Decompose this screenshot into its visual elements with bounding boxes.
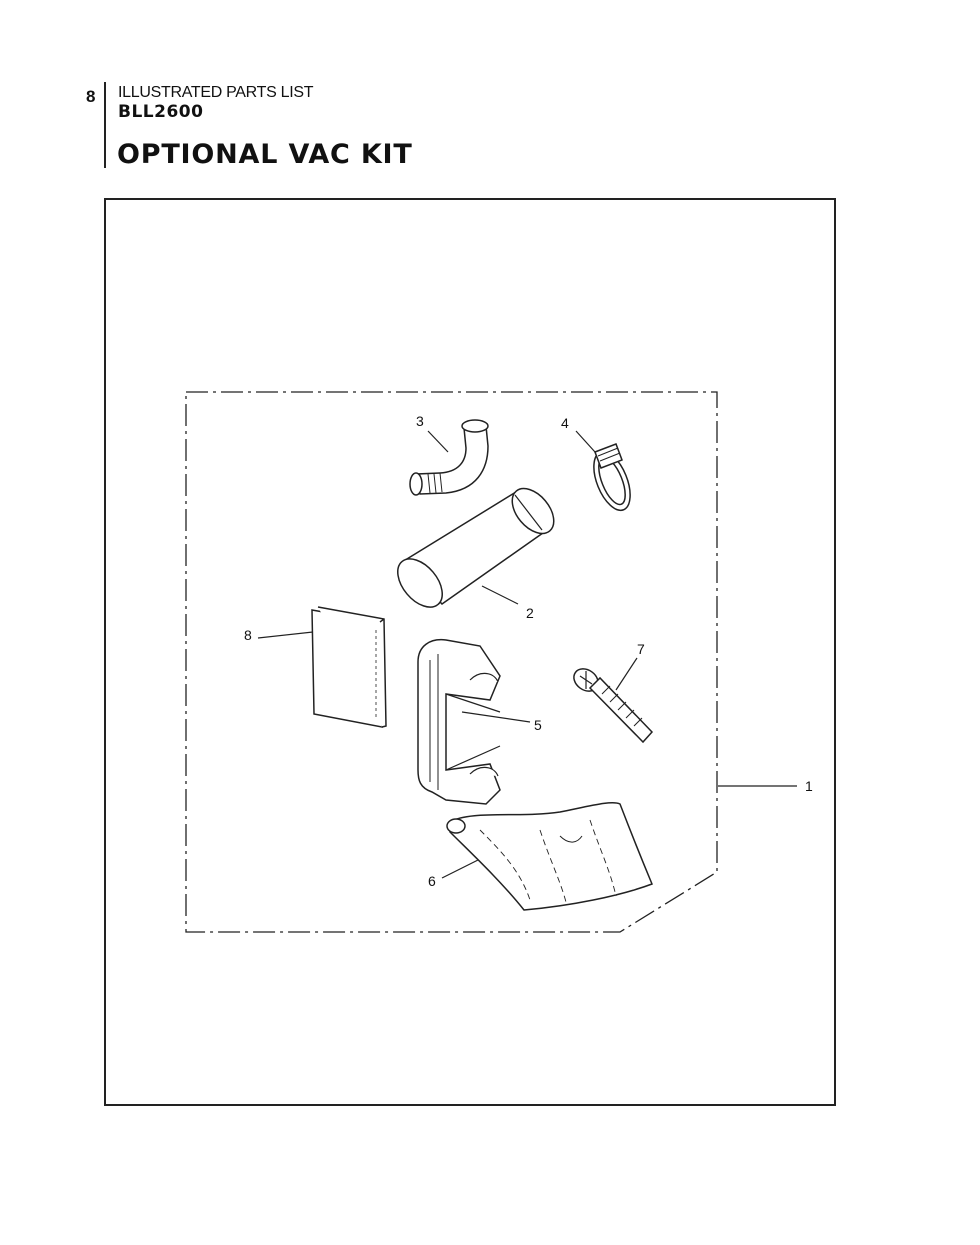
vac-tube-part	[397, 487, 555, 608]
kit-boundary	[185, 391, 718, 933]
leader-line-7	[615, 657, 638, 691]
hose-clamp-part	[593, 443, 631, 512]
callout-labels: 3 4 2 8 7 5 1 6	[244, 413, 813, 889]
callout-1: 1	[805, 778, 813, 794]
callout-6: 6	[428, 873, 436, 889]
elbow-hose-part	[409, 419, 489, 496]
callout-3: 3	[416, 413, 424, 429]
leader-line-3	[427, 430, 449, 453]
leader-line-5	[461, 711, 531, 723]
leader-lines	[257, 430, 797, 879]
screw-part	[573, 668, 654, 744]
leader-line-2	[481, 585, 519, 605]
page-title: OPTIONAL VAC KIT	[117, 139, 413, 170]
callout-4: 4	[561, 415, 569, 431]
callout-7: 7	[637, 641, 645, 657]
page-number: 8	[86, 87, 96, 106]
bracket-part	[417, 638, 501, 805]
callout-2: 2	[526, 605, 534, 621]
header-rule	[104, 82, 106, 168]
manual-booklet-part	[311, 606, 387, 728]
callout-8: 8	[244, 627, 252, 643]
leader-line-6	[441, 859, 479, 879]
diagram-frame	[104, 198, 836, 1106]
leader-line-8	[257, 631, 314, 639]
leader-line-4	[575, 430, 596, 453]
callout-5: 5	[534, 717, 542, 733]
section-label: ILLUSTRATED PARTS LIST	[118, 84, 314, 101]
model-code: BLL2600	[118, 102, 204, 122]
collection-bag-part	[446, 801, 653, 911]
